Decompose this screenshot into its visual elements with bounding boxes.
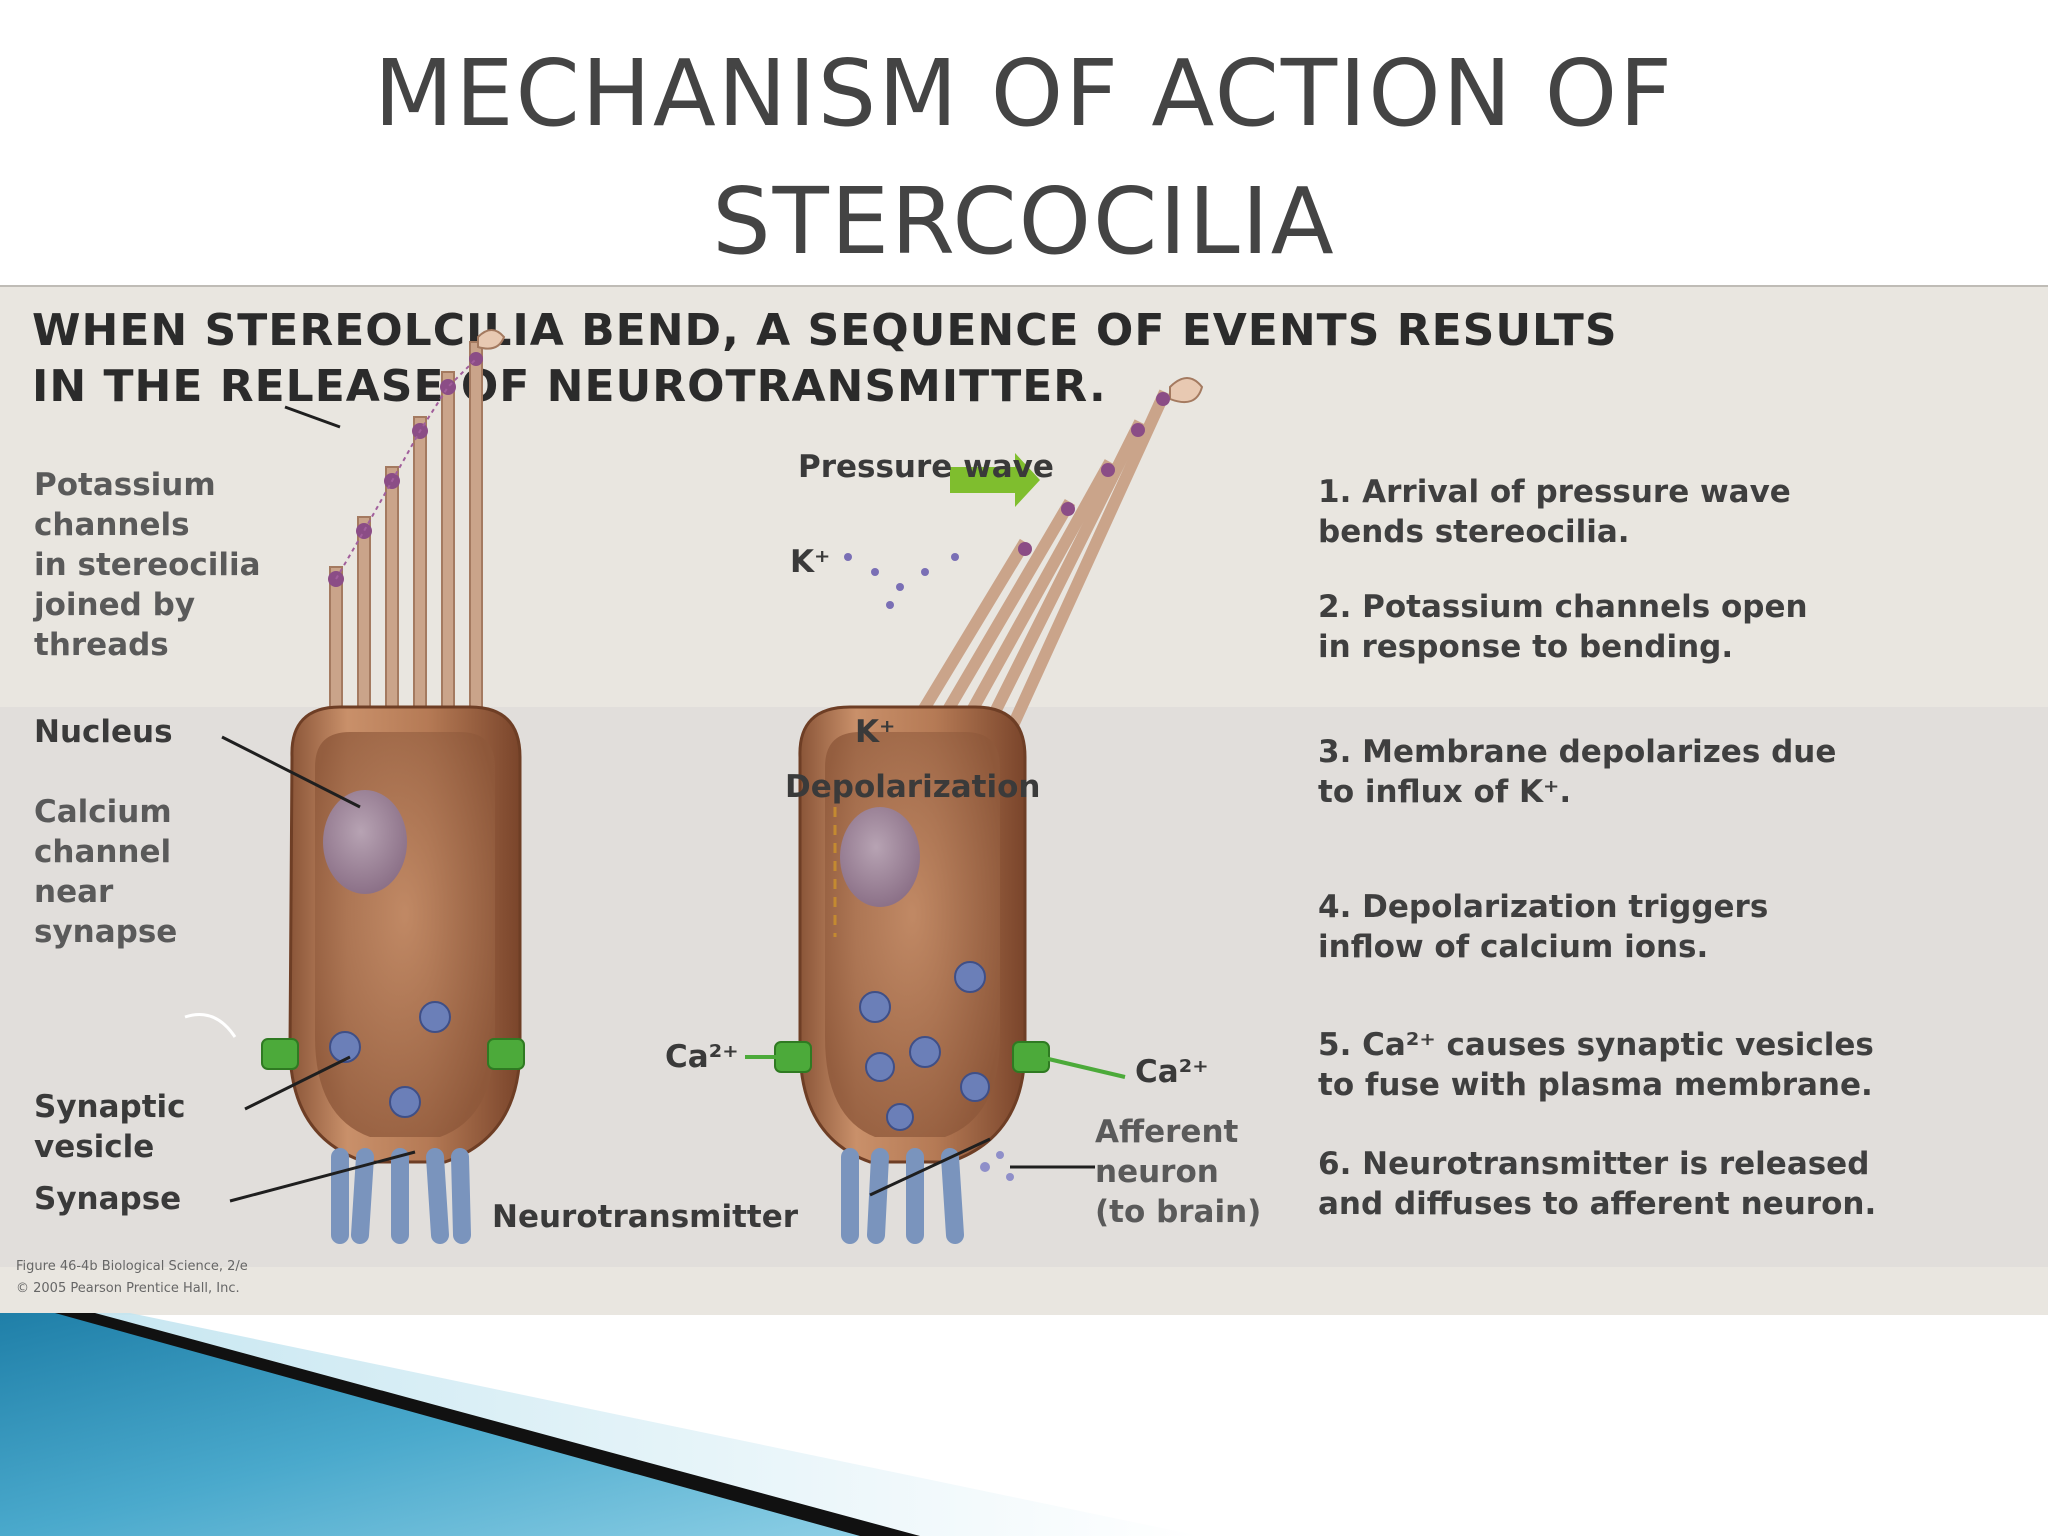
step-4-line-2: inflow of calcium ions.: [1318, 929, 1709, 965]
label-calcium-line-4: synapse: [34, 914, 178, 950]
step-3: 3. Membrane depolarizes due to influx of…: [1318, 732, 2038, 812]
step-5-line-1: 5. Ca²⁺ causes synaptic vesicles: [1318, 1027, 1874, 1063]
label-afferent-line-2: neuron: [1095, 1154, 1219, 1190]
step-6-line-1: 6. Neurotransmitter is released: [1318, 1146, 1870, 1182]
step-1-line-1: 1. Arrival of pressure wave: [1318, 474, 1791, 510]
step-3-line-1: 3. Membrane depolarizes due: [1318, 734, 1837, 770]
step-4: 4. Depolarization triggers inflow of cal…: [1318, 887, 2038, 967]
figure-heading: WHEN STEREOLCILIA BEND, A SEQUENCE OF EV…: [32, 303, 1992, 415]
step-2-line-1: 2. Potassium channels open: [1318, 589, 1808, 625]
left-stereocilia: [328, 329, 506, 733]
left-nucleus: [323, 790, 407, 894]
step-1-line-2: bends stereocilia.: [1318, 514, 1630, 550]
step-2: 2. Potassium channels open in response t…: [1318, 587, 2038, 667]
slide-title-line-2: STERCOCILIA: [712, 168, 1336, 275]
label-calcium-line-3: near: [34, 874, 114, 910]
slide-decorative-banner: [0, 1313, 1200, 1536]
right-afferent-neuron: [841, 1148, 964, 1244]
step-1: 1. Arrival of pressure wave bends stereo…: [1318, 472, 2038, 552]
step-4-line-1: 4. Depolarization triggers: [1318, 889, 1769, 925]
figure-heading-line-1: WHEN STEREOLCILIA BEND, A SEQUENCE OF EV…: [32, 305, 1618, 356]
label-k-outside: K⁺: [790, 544, 831, 580]
label-synaptic-line-1: Synaptic: [34, 1089, 186, 1125]
leader-lines: [221, 405, 1095, 1203]
right-synaptic-vesicles: [859, 961, 990, 1131]
slide-title-line-1: MECHANISM OF ACTION OF: [373, 40, 1675, 147]
figure-credit-line-1: Figure 46-4b Biological Science, 2/e: [16, 1259, 248, 1274]
label-ca-right: Ca²⁺: [1135, 1054, 1209, 1090]
label-neurotransmitter: Neurotransmitter: [492, 1199, 799, 1235]
left-calcium-channels: [261, 1038, 525, 1070]
figure-credit-line-2: © 2005 Pearson Prentice Hall, Inc.: [16, 1281, 240, 1296]
hair-cell-figure: WHEN STEREOLCILIA BEND, A SEQUENCE OF EV…: [0, 285, 2048, 1315]
potassium-ions: [844, 553, 959, 609]
step-6: 6. Neurotransmitter is released and diff…: [1318, 1144, 2038, 1224]
label-k-inside: K⁺: [855, 714, 896, 750]
label-depolarization: Depolarization: [785, 769, 1041, 805]
step-3-line-2: to influx of K⁺.: [1318, 774, 1572, 810]
label-ca-left: Ca²⁺: [665, 1039, 739, 1075]
label-calcium-line-1: Calcium: [34, 794, 172, 830]
label-pressure-wave: Pressure wave: [798, 449, 1054, 485]
pressure-wave-arrow: [950, 453, 1040, 507]
label-synaptic-vesicle: Synaptic vesicle: [34, 1087, 186, 1167]
step-5-line-2: to fuse with plasma membrane.: [1318, 1067, 1873, 1103]
label-potassium-line-2: channels: [34, 507, 190, 543]
label-potassium-channels: Potassium channels in stereocilia joined…: [34, 465, 261, 665]
label-potassium-line-5: threads: [34, 627, 169, 663]
label-potassium-line-1: Potassium: [34, 467, 216, 503]
step-2-line-2: in response to bending.: [1318, 629, 1734, 665]
label-nucleus: Nucleus: [34, 714, 173, 750]
label-synaptic-line-2: vesicle: [34, 1129, 155, 1165]
left-synaptic-vesicles: [329, 1001, 451, 1118]
step-6-line-2: and diffuses to afferent neuron.: [1318, 1186, 1877, 1222]
slide-title: MECHANISM OF ACTION OF STERCOCILIA: [0, 30, 2048, 286]
hair-cell-illustration: [184, 329, 1204, 1244]
label-synapse: Synapse: [34, 1181, 182, 1217]
label-afferent-line-1: Afferent: [1095, 1114, 1239, 1150]
step-5: 5. Ca²⁺ causes synaptic vesicles to fuse…: [1318, 1025, 2038, 1105]
label-calcium-line-2: channel: [34, 834, 172, 870]
released-neurotransmitter: [980, 1151, 1014, 1181]
label-afferent-neuron: Afferent neuron (to brain): [1095, 1112, 1261, 1232]
label-potassium-line-3: in stereocilia: [34, 547, 261, 583]
label-afferent-line-3: (to brain): [1095, 1194, 1262, 1230]
right-calcium-channels: [774, 1041, 1050, 1073]
label-calcium-channel: Calcium channel near synapse: [34, 792, 177, 952]
left-afferent-neuron: [331, 1148, 471, 1244]
label-potassium-line-4: joined by: [34, 587, 196, 623]
figure-heading-line-2: IN THE RELEASE OF NEUROTRANSMITTER.: [32, 361, 1107, 412]
right-nucleus: [840, 807, 920, 907]
right-stereocilia-bent: [904, 377, 1204, 736]
